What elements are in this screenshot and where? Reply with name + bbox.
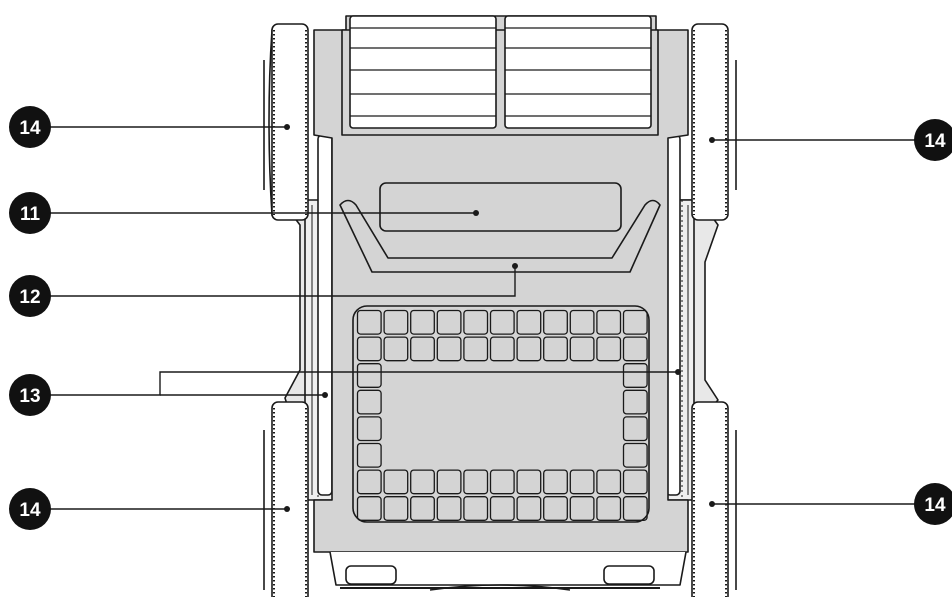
brush-cell	[383, 496, 409, 521]
brush-cell	[489, 496, 515, 521]
brush-cell	[569, 469, 595, 495]
callout-label: 14	[19, 500, 41, 521]
brush-cell	[622, 336, 648, 362]
brush-cell	[410, 496, 435, 521]
wheels	[263, 23, 737, 597]
brush-cell	[596, 336, 622, 362]
brush-cell	[410, 336, 435, 362]
brush-cell	[356, 389, 382, 415]
brush-cell	[356, 469, 382, 495]
brush-cell	[410, 469, 435, 495]
brush-cell	[383, 469, 409, 495]
callout-front-right: 14	[914, 119, 952, 161]
callout-rails: 13	[9, 374, 51, 416]
brush-cell	[622, 363, 648, 388]
callout-filter: 11	[9, 192, 51, 234]
brush-cell	[383, 336, 409, 362]
brush-grid	[356, 309, 648, 521]
handle	[339, 199, 661, 273]
brush-cell	[569, 496, 595, 521]
brush-cell	[356, 416, 382, 442]
callout-label: 12	[19, 287, 40, 308]
leader-rails	[40, 371, 678, 396]
brush-cell	[569, 309, 595, 335]
brush-cell	[356, 496, 382, 521]
callout-label: 14	[19, 118, 41, 139]
callout-label: 14	[924, 131, 946, 152]
brush-cell	[356, 442, 382, 468]
callout-handle: 12	[9, 275, 51, 317]
brush-cell	[543, 336, 568, 362]
callout-rear-left: 14	[9, 488, 51, 530]
brush-cell	[489, 336, 515, 362]
brush-cell	[543, 496, 568, 521]
brush-cell	[622, 389, 648, 415]
brush-cell	[436, 469, 462, 495]
filter-window	[379, 182, 622, 232]
wheel-rear-right	[691, 401, 737, 597]
brush-area-outline	[352, 305, 650, 523]
intake-flaps	[341, 15, 659, 136]
brush-cell	[596, 469, 622, 495]
brush-cell	[356, 309, 382, 335]
brush-cell	[436, 309, 462, 335]
brush-cell	[516, 496, 542, 521]
callout-label: 13	[19, 386, 40, 407]
brush-cell	[356, 363, 382, 388]
brush-cell	[383, 309, 409, 335]
brush-cell	[622, 469, 648, 495]
callout-label: 14	[924, 495, 946, 516]
brush-cell	[516, 336, 542, 362]
brush-cell	[410, 309, 435, 335]
callout-badges: 14 14 11 12 13 14 14	[9, 106, 952, 530]
leader-handle	[40, 266, 516, 297]
brush-cell	[543, 309, 568, 335]
brush-cell	[436, 496, 462, 521]
brush-cell	[516, 309, 542, 335]
brush-cell	[463, 496, 489, 521]
side-rail-left	[284, 134, 334, 501]
brush-cell	[489, 469, 515, 495]
wheel-front-left	[263, 23, 309, 221]
brush-cell	[543, 469, 568, 495]
callout-front-left: 14	[9, 106, 51, 148]
brush-cell	[516, 469, 542, 495]
brush-cell	[596, 496, 622, 521]
brush-cell	[622, 416, 648, 442]
brush-cell	[569, 336, 595, 362]
brush-cell	[463, 309, 489, 335]
brush-cell	[489, 309, 515, 335]
wheel-rear-left	[263, 401, 309, 597]
brush-cell	[463, 469, 489, 495]
leader-lines	[40, 126, 930, 510]
brush-cell	[463, 336, 489, 362]
brush-cell	[356, 336, 382, 362]
wheel-front-right	[691, 23, 737, 221]
callout-label: 11	[20, 204, 41, 225]
robot-body	[284, 15, 719, 591]
leader-dots	[284, 124, 715, 512]
brush-cell	[622, 442, 648, 468]
callout-rear-right: 14	[914, 483, 952, 525]
brush-cell	[622, 309, 648, 335]
brush-cell	[436, 336, 462, 362]
brush-cell	[596, 309, 622, 335]
brush-cell	[622, 496, 648, 521]
